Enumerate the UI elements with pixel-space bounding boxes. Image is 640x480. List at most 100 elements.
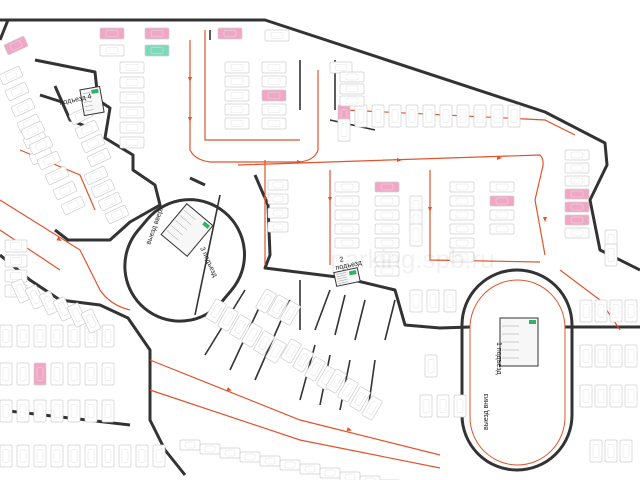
parking-spot (119, 121, 145, 134)
car-outline (455, 253, 469, 261)
parking-spot (39, 290, 59, 316)
parking-spot (339, 71, 365, 83)
car-outline (284, 461, 296, 469)
parking-spot (104, 205, 130, 224)
parking-spot (449, 181, 475, 193)
route-arrow (226, 387, 232, 391)
spot-box (339, 71, 365, 83)
parking-spot (101, 399, 115, 423)
car-outline (272, 223, 284, 231)
car-outline (284, 306, 296, 320)
spot-box (253, 330, 275, 356)
stair-core-3 (160, 203, 214, 257)
parking-spot (0, 444, 13, 468)
stair-step (82, 92, 91, 95)
spot-box (101, 444, 115, 468)
car-outline (357, 109, 365, 123)
car-outline (272, 195, 284, 203)
spot-box (374, 195, 400, 207)
spot-box (219, 447, 241, 459)
parking-spot (449, 223, 475, 235)
spot-box (334, 209, 360, 221)
car-outline (224, 449, 236, 457)
label-entrance-2-num: 2 (339, 256, 344, 264)
spot-box (264, 29, 290, 42)
parking-spot (489, 209, 515, 221)
spot-box (0, 66, 24, 85)
spot-box (97, 192, 123, 211)
car-outline (96, 183, 110, 194)
spot-box (564, 162, 590, 174)
car-outline (459, 109, 467, 123)
aisle-divider (354, 299, 366, 341)
car-outline (340, 183, 354, 191)
parking-spot (4, 82, 30, 101)
parking-spot (439, 104, 453, 128)
spot-box (594, 344, 608, 368)
parking-spot (564, 227, 590, 239)
car-outline (246, 328, 258, 342)
car-outline (592, 444, 600, 458)
parking-spot (119, 136, 145, 149)
parking-spot (339, 83, 365, 95)
spot-box (16, 399, 30, 423)
car-outline (155, 449, 163, 463)
spot-box (81, 308, 101, 334)
spot-box (564, 201, 590, 213)
car-outline (597, 304, 605, 318)
car-outline (2, 404, 10, 418)
parking-spot (33, 362, 47, 386)
spot-box (267, 294, 289, 320)
car-outline (380, 239, 394, 247)
parking-spot (224, 75, 250, 88)
stair-sign (348, 270, 357, 276)
spot-box (16, 324, 30, 348)
spot-box (28, 136, 54, 155)
car-outline (121, 449, 129, 463)
parking-spot (99, 44, 125, 57)
parking-spot (354, 104, 368, 128)
car-outline (335, 63, 347, 72)
spot-box (10, 98, 36, 117)
parking-spot (90, 179, 116, 198)
parking-spot (299, 463, 321, 475)
spot-box (354, 104, 368, 128)
stair-sign (529, 320, 536, 324)
spot-box (119, 91, 145, 104)
parking-spot (67, 444, 81, 468)
parking-spot (219, 447, 241, 459)
car-outline (230, 119, 244, 128)
car-outline (340, 211, 354, 219)
parking-spot (67, 362, 81, 386)
car-outline (104, 449, 112, 463)
parking-spot (224, 117, 250, 130)
spot-box (261, 117, 287, 130)
parking-spot (44, 166, 70, 185)
parking-spot (97, 192, 123, 211)
car-outline (495, 197, 509, 205)
car-outline (230, 91, 244, 100)
spot-box (104, 205, 130, 224)
car-outline (53, 367, 61, 381)
parking-spot (267, 294, 289, 320)
parking-spot (217, 306, 239, 332)
parking-spot (16, 362, 30, 386)
parking-spot (329, 61, 353, 74)
aisle-divider (314, 289, 331, 331)
car-outline (184, 441, 196, 449)
parking-spot (86, 148, 112, 167)
car-outline (342, 383, 354, 397)
parking-spot (229, 314, 251, 340)
spot-box (594, 299, 608, 323)
car-outline (53, 329, 61, 343)
car-outline (570, 216, 584, 224)
parking-spot (374, 195, 400, 207)
car-outline (270, 31, 284, 40)
car-outline (260, 294, 272, 308)
parking-spot (50, 399, 64, 423)
car-outline (607, 444, 615, 458)
car-outline (309, 362, 321, 376)
spot-box (86, 148, 112, 167)
spot-box (152, 444, 166, 468)
parking-spot (205, 298, 227, 324)
